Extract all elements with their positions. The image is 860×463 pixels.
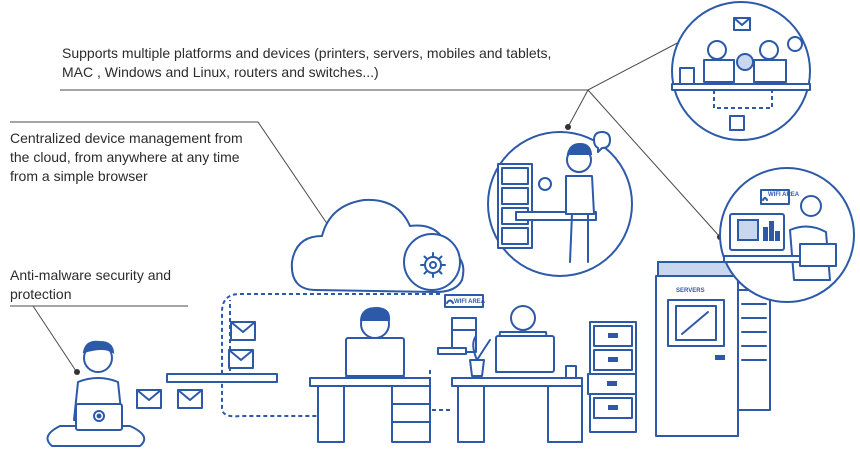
laptop-logo [93,410,105,422]
plant [736,53,754,71]
worker-head [510,305,536,331]
wifi-sign: WIFI AREA [444,294,486,308]
worker-hair [359,306,391,321]
circle-vignette-team [671,1,811,141]
plant-pot [469,359,485,377]
annotation-platforms: Supports multiple platforms and devices … [62,45,552,80]
wifi-icon [762,197,768,201]
dashed-connection-office [429,370,452,411]
envelope-icon [136,389,162,409]
coffee-cup [565,365,577,379]
cabinet [497,163,533,249]
envelope-icon [733,17,751,31]
leader-line-platforms [60,39,684,91]
wifi-sign-small-label: WIFI AREA [768,192,800,198]
desk-leg-left [457,385,485,443]
door-handle [715,355,725,360]
server-room: SERVERS [655,261,771,437]
desktop-surface [309,377,431,387]
monitor [345,337,405,377]
wall-clock [787,36,803,52]
annotation-anti-malware: Anti-malware security and protection [10,267,172,302]
leader-line-malware [32,305,77,372]
person-head [707,40,727,60]
worker-head [800,195,822,217]
person-with-laptop [46,340,146,447]
desk-leg-right [547,385,583,443]
crossed-legs [46,425,146,447]
desk [671,83,811,91]
shelf [437,347,467,355]
leader-line-wifi [587,89,721,238]
gear-icon [420,252,446,278]
speech-bubble-icon [593,131,611,153]
envelope-icon [228,349,254,369]
document [729,115,745,131]
right-desk-workstation [437,305,583,443]
cloud-icon [290,198,465,293]
envelope-icon [230,321,256,341]
envelope-icon [177,389,203,409]
desk [515,211,597,221]
filing-cabinet [587,321,637,433]
leader-lines [10,39,721,372]
desk-drawers [391,385,431,443]
hair [82,340,115,355]
leader-dot [74,369,80,375]
monitor-right [753,59,787,83]
worker-body [565,175,595,215]
monitor-left [703,59,735,83]
leader-line-cloud [10,121,348,254]
desktop-surface [451,377,583,387]
laptop [799,243,837,267]
monitor [495,335,555,373]
desk-leg-left [317,385,345,443]
leader-dot [565,124,571,130]
wifi-sign-small [760,189,790,205]
annotation-cloud-management: Centralized device management from the c… [10,130,243,184]
worker-hair [566,142,593,155]
floating-shelf [166,373,278,383]
wifi-icon [446,299,454,304]
circle-vignette-phone-call [487,131,633,277]
servers-label: SERVERS [676,288,705,294]
left-desk-workstation [309,306,431,443]
vignette-frame [671,1,811,141]
wifi-sign-label: WIFI AREA [454,299,486,305]
hand-with-phone [538,177,552,191]
server-rack [737,289,771,411]
person-head [759,40,779,60]
circle-vignette-wifi: WIFI AREA [719,167,855,303]
leader-line-office [567,89,589,128]
